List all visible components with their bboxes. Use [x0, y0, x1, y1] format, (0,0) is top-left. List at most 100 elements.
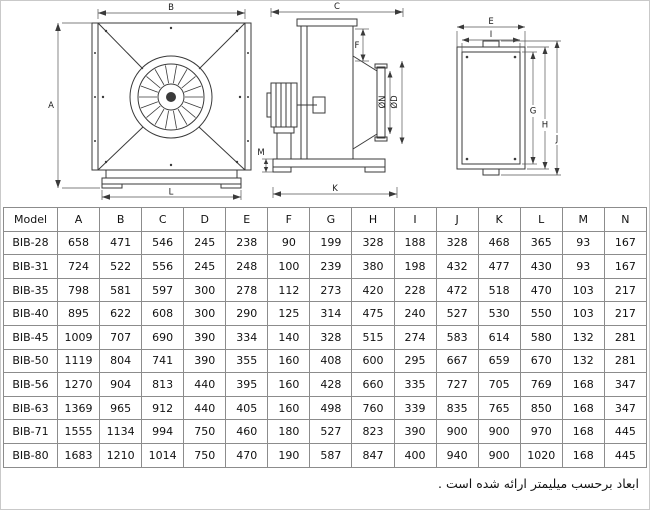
dimension-cell: 248	[225, 254, 269, 279]
dimension-cell: 103	[561, 301, 605, 326]
dimension-cell: 390	[183, 348, 227, 374]
dimension-cell: 160	[267, 372, 311, 397]
dimension-cell: 994	[141, 419, 185, 444]
dimension-cell: 622	[99, 301, 143, 326]
dimension-cell: 1555	[56, 419, 101, 444]
dimension-cell: 281	[603, 348, 648, 374]
dimension-cell: 724	[56, 254, 101, 279]
dimension-cell: 1134	[99, 419, 143, 444]
dimension-cell: 850	[519, 395, 563, 421]
dimension-h	[527, 46, 549, 170]
dimension-cell: 290	[225, 301, 269, 326]
dimension-cell: 180	[267, 419, 311, 444]
dimension-cell: 583	[435, 324, 479, 350]
dimension-cell: 140	[267, 324, 311, 350]
dimension-cell: 847	[351, 442, 395, 468]
dimension-cell: 199	[309, 230, 353, 256]
dimension-cell: 245	[183, 254, 227, 279]
dimension-cell: 608	[141, 301, 185, 326]
dimension-cell: 1119	[56, 348, 101, 374]
dimension-cell: 460	[225, 419, 269, 444]
dimension-cell: 741	[141, 348, 185, 374]
column-header-n: N	[603, 207, 648, 232]
flange-bolt-holes	[465, 55, 517, 161]
column-header-d: D	[183, 207, 227, 232]
dimension-cell: 798	[56, 277, 101, 303]
dimension-cell: 614	[477, 324, 521, 350]
dimension-cell: 727	[435, 372, 479, 397]
dimension-a	[55, 22, 100, 189]
dimension-cell: 658	[56, 230, 101, 256]
dimension-cell: 498	[309, 395, 353, 421]
dimension-cell: 1270	[56, 372, 101, 397]
dimension-cell: 750	[183, 442, 227, 468]
dimension-cell: 328	[351, 230, 395, 256]
dimension-cell: 347	[603, 372, 648, 397]
dimension-cell: 522	[99, 254, 143, 279]
dimension-cell: 970	[519, 419, 563, 444]
dimension-cell: 167	[603, 230, 648, 256]
dimension-cell: 477	[477, 254, 521, 279]
dimension-cell: 168	[561, 442, 605, 468]
flange-outline	[456, 40, 526, 176]
column-header-h: H	[351, 207, 395, 232]
dimension-m	[262, 158, 273, 173]
model-cell: BIB-80	[3, 442, 58, 468]
dimension-cell: 587	[309, 442, 353, 468]
column-header-i: I	[393, 207, 437, 232]
dimension-cell: 420	[351, 277, 395, 303]
dimension-cell: 347	[603, 395, 648, 421]
model-cell: BIB-45	[3, 324, 58, 350]
model-cell: BIB-56	[3, 372, 58, 397]
dimension-cell: 380	[351, 254, 395, 279]
dimension-cell: 660	[351, 372, 395, 397]
column-header-c: C	[141, 207, 185, 232]
fan-base	[101, 170, 242, 189]
model-cell: BIB-35	[3, 277, 58, 303]
dimension-cell: 813	[141, 372, 185, 397]
dimension-cell: 217	[603, 277, 648, 303]
dimension-cell: 100	[267, 254, 311, 279]
dimension-cell: 339	[393, 395, 437, 421]
dimension-cell: 965	[99, 395, 143, 421]
dimension-cell: 90	[267, 230, 311, 256]
column-header-f: F	[267, 207, 311, 232]
dimension-cell: 904	[99, 372, 143, 397]
bolt-holes	[94, 26, 249, 167]
column-header-a: A	[56, 207, 101, 232]
dimension-cell: 168	[561, 372, 605, 397]
front-view-drawing: B A L	[48, 3, 252, 200]
dimension-cell: 274	[393, 324, 437, 350]
column-header-l: L	[519, 207, 563, 232]
dimension-cell: 659	[477, 348, 521, 374]
dimension-cell: 765	[477, 395, 521, 421]
dimension-cell: 395	[225, 372, 269, 397]
dimension-j	[501, 40, 561, 176]
dimension-cell: 1009	[56, 324, 101, 350]
dimension-cell: 527	[309, 419, 353, 444]
dimension-b	[97, 9, 246, 19]
dimension-i	[461, 37, 521, 52]
dim-label-k: K	[332, 184, 338, 194]
dimension-cell: 160	[267, 395, 311, 421]
dimension-cell: 335	[393, 372, 437, 397]
motor	[266, 82, 326, 134]
dimension-cell: 160	[267, 348, 311, 374]
dimension-cell: 168	[561, 419, 605, 444]
dim-label-a: A	[48, 101, 54, 111]
dimension-cell: 445	[603, 442, 648, 468]
dimension-cell: 515	[351, 324, 395, 350]
dim-label-c: C	[334, 2, 340, 12]
dimension-cell: 239	[309, 254, 353, 279]
column-header-k: K	[477, 207, 521, 232]
dimension-cell: 760	[351, 395, 395, 421]
dim-label-h: H	[542, 121, 548, 131]
dimension-cell: 125	[267, 301, 311, 326]
dimension-cell: 475	[351, 301, 395, 326]
dimension-cell: 132	[561, 324, 605, 350]
dim-label-g: G	[530, 107, 537, 117]
